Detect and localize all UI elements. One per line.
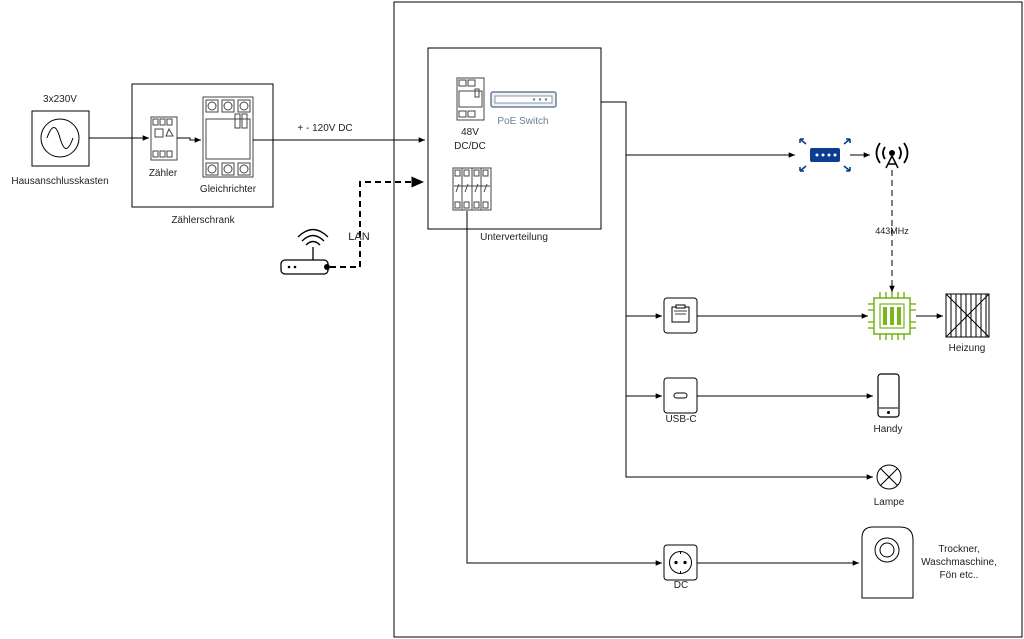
hausanschluss-label: Hausanschlusskasten bbox=[11, 176, 108, 187]
wifi-router-icon bbox=[280, 228, 329, 275]
heizung-label: Heizung bbox=[949, 343, 986, 354]
supply-label: 3x230V bbox=[43, 94, 77, 105]
wire-dc-to-outlet bbox=[466, 211, 662, 566]
house-frame bbox=[393, 1, 1023, 638]
zaehlerschrank-label: Zählerschrank bbox=[171, 215, 235, 226]
ethernet-socket-icon bbox=[663, 297, 698, 334]
poe-label: PoE Switch bbox=[497, 116, 548, 127]
washing-machine-icon bbox=[861, 526, 914, 599]
heater-icon bbox=[945, 293, 990, 338]
power-outlet-icon bbox=[663, 544, 698, 581]
dcdc-label-1: 48V bbox=[461, 127, 479, 138]
handy-label: Handy bbox=[874, 424, 903, 435]
usbc-label: USB-C bbox=[665, 414, 696, 425]
poe-switch-icon bbox=[490, 91, 557, 108]
unterverteilung-label: Unterverteilung bbox=[480, 232, 548, 243]
dcdc-label-2: DC/DC bbox=[454, 141, 486, 152]
appliances-label-3: Fön etc.. bbox=[940, 570, 979, 581]
rectifier-icon bbox=[202, 96, 254, 178]
lamp-icon bbox=[876, 464, 902, 490]
dcdc-converter-icon bbox=[456, 77, 485, 121]
usb-c-socket-icon bbox=[663, 377, 698, 414]
appliances-label-1: Trockner, bbox=[938, 544, 979, 555]
appliances-label-2: Waschmaschine, bbox=[921, 557, 997, 568]
breaker-block-icon bbox=[452, 167, 492, 211]
router-icon bbox=[799, 138, 851, 172]
smartphone-icon bbox=[877, 373, 900, 418]
lampe-label: Lampe bbox=[874, 497, 905, 508]
bus-48v bbox=[601, 101, 873, 480]
wire-meter-to-rectifier bbox=[177, 137, 201, 143]
zaehler-label: Zähler bbox=[149, 168, 178, 179]
gleichrichter-label: Gleichrichter bbox=[200, 184, 257, 195]
dc-label: DC bbox=[674, 580, 688, 591]
lan-connection bbox=[330, 176, 424, 268]
ac-source-icon bbox=[31, 110, 90, 167]
energy-meter-icon bbox=[150, 116, 178, 161]
lan-label: LAN bbox=[348, 231, 369, 243]
freq-label: 443MHz bbox=[875, 226, 909, 236]
dc-line-label: + - 120V DC bbox=[297, 123, 352, 134]
microcontroller-icon bbox=[868, 292, 916, 340]
wireless-antenna-icon bbox=[875, 142, 909, 169]
